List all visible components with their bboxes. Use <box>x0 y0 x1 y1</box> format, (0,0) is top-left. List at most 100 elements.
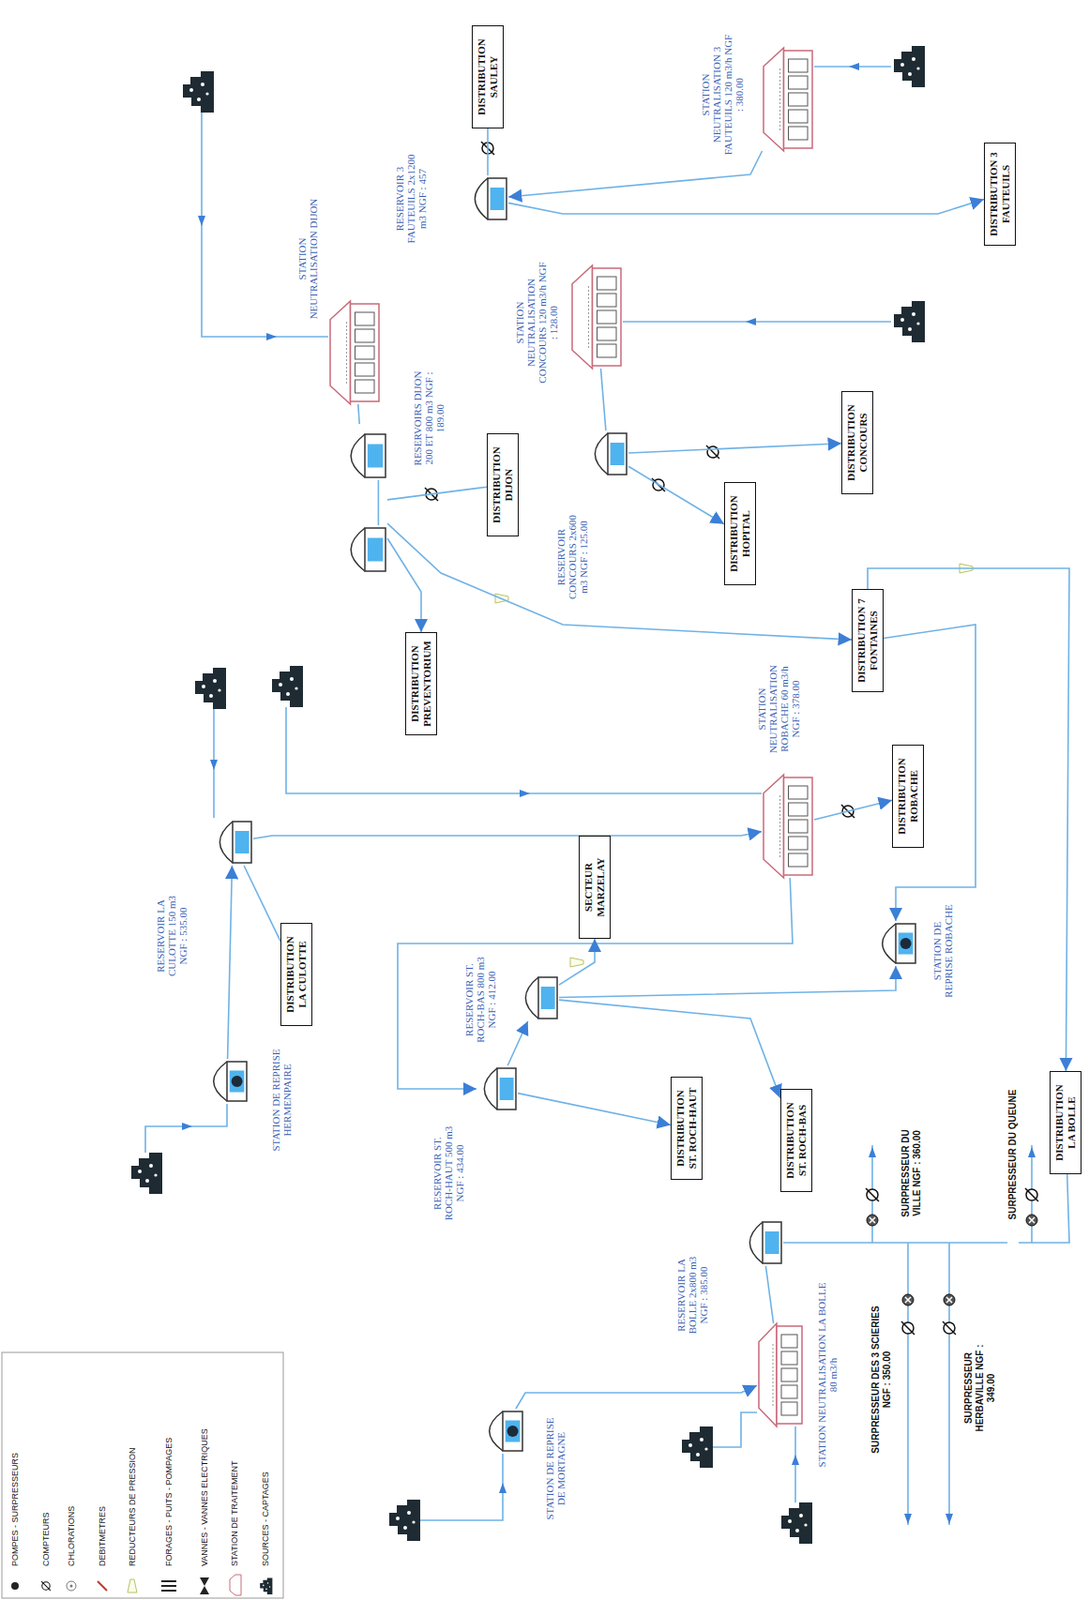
distribution-box: DISTRIBUTION CONCOURS <box>841 391 874 495</box>
treatment-station-icon-part <box>355 312 375 326</box>
pipe-connector <box>387 538 422 633</box>
pump-meter-symbols-part <box>942 1321 956 1335</box>
pipe-connector <box>601 368 606 431</box>
reservoir-node-icon-part <box>484 1068 498 1110</box>
flow-arrows-part <box>519 789 530 798</box>
reservoir-node-icon-part <box>765 1231 780 1255</box>
node-label: STATION NEUTRALISATION ROBACHE 60 m3/h N… <box>756 657 802 761</box>
feed-pipes-part <box>420 1453 503 1521</box>
box-label: DISTRIBUTION CONCOURS <box>845 397 870 488</box>
treatment-station-icon <box>761 47 815 152</box>
legend-text: REDUCTEURS DE PRESSION <box>127 1447 138 1567</box>
pipe-connector <box>387 523 852 640</box>
legend-text: STATION DE TRAITEMENT <box>229 1460 241 1567</box>
box-label: DISTRIBUTION 7 FONTAINES <box>855 595 880 686</box>
node-label: STATION NEUTRALISATION LA BOLLE 80 m3/h <box>816 1281 839 1469</box>
legend-symbols-part <box>97 1581 107 1591</box>
reservoir-node: RESERVOIR LA BOLLE 2x800 m3 NGF : 385.00 <box>741 1219 784 1267</box>
pumping-station: STATION DE REPRISE ROBACHE <box>874 921 918 967</box>
reservoir-node-icon-part <box>350 528 365 572</box>
node-label: STATION DE REPRISE HERMENPAIRE <box>270 1043 293 1157</box>
treatment-station-icon-part <box>788 126 808 140</box>
reservoir-node: RESERVOIRS DIJON 200 ET 800 m3 NGF : 189… <box>342 423 388 582</box>
pumping-station-icon <box>481 1408 525 1454</box>
reservoir-node-icon <box>342 423 388 582</box>
pipe-connector <box>387 486 487 500</box>
reservoir-node: RESERVOIR ST. ROCH-BAS 800 m3 NGF : 412.… <box>517 974 560 1022</box>
reservoir-node: RESERVOIR LA CULOTTE 150 m3 NGF : 535.00 <box>211 818 254 866</box>
node-label: RESERVOIRS DIJON 200 ET 800 m3 NGF : 189… <box>411 366 446 470</box>
pipe-connector <box>253 831 762 840</box>
treatment-station-icon-part <box>346 321 348 384</box>
distribution-box: DISTRIBUTION HOPITAL <box>724 482 757 586</box>
pumping-station-icon-part <box>898 932 914 954</box>
treatment-station-icon-part <box>781 1351 798 1365</box>
legend-symbols-part-part <box>229 1574 242 1596</box>
treatment-station-icon-part <box>788 802 808 817</box>
legend-frame <box>1 1352 284 1599</box>
treatment-station-icon-part <box>781 1368 798 1382</box>
reservoir-node: RESERVOIR 3 FAUTEUILS 2x1200 m3 NGF : 45… <box>467 175 509 223</box>
treatment-station-icon-part <box>788 92 808 106</box>
pumping-station-icon-part <box>895 923 916 964</box>
node-label: STATION NEUTRALISATION 3 FAUTEUILS 120 m… <box>699 33 745 156</box>
reservoir-node-icon-part <box>364 434 386 478</box>
pump-meter-symbols-part <box>865 1188 879 1202</box>
legend-symbols-part <box>11 1582 19 1590</box>
pumping-station-icon-part <box>505 1420 521 1442</box>
reservoir-node-icon-part <box>762 1222 782 1264</box>
reservoir-node-icon-part <box>235 831 250 854</box>
pipe-connector <box>486 128 489 176</box>
source-symbols-part <box>182 71 214 113</box>
treatment-station-icon-part <box>350 303 379 402</box>
treatment-station-icon-part <box>763 774 785 878</box>
source-symbols-part <box>681 1426 713 1468</box>
distribution-box: DISTRIBUTION LA BOLLE <box>1049 1071 1082 1175</box>
flow-arrows-part <box>904 1513 912 1525</box>
legend-text: POMPES - SURPRESSEURS <box>10 1452 21 1567</box>
treatment-station-icon-part <box>781 1385 798 1399</box>
pump-meter-symbols-part <box>570 957 584 968</box>
reservoir-node-icon-part <box>749 1222 763 1264</box>
treatment-station-icon-part <box>355 363 375 377</box>
box-label: DISTRIBUTION ST. ROCH-HAUT <box>674 1083 699 1174</box>
reservoir-node: RESERVOIR CONCOURS 2x600 m3 NGF : 125.00 <box>587 430 629 478</box>
node-label: RESERVOIR LA CULOTTE 150 m3 NGF : 535.00 <box>154 887 189 986</box>
treatment-station-icon-part <box>788 836 808 850</box>
node-label: STATION DE REPRISE ROBACHE <box>931 904 954 999</box>
pumping-station-icon-part <box>900 937 912 950</box>
treatment-station-icon-part <box>788 853 808 867</box>
pumping-station-icon-part <box>507 1425 519 1437</box>
pump-meter-symbols-part <box>866 1214 878 1226</box>
treatment-station-icon-part <box>592 268 621 366</box>
feed-pipes <box>145 66 1032 1526</box>
treatment-station-icon-part <box>788 786 808 800</box>
distribution-box: DISTRIBUTION 7 FONTAINES <box>851 589 884 693</box>
distribution-box: DISTRIBUTION ST. ROCH-BAS <box>780 1089 813 1193</box>
treatment-station-icon-part <box>597 327 617 341</box>
pipe-connector <box>814 800 893 820</box>
legend-text: FORAGES - PUITS - POMPAGES <box>164 1437 175 1567</box>
pipe-connector <box>883 624 976 922</box>
reservoir-node-icon-part <box>541 986 556 1010</box>
flow-arrows-part <box>745 317 757 326</box>
legend-symbols-part-part <box>161 1585 177 1588</box>
distribution-box: DISTRIBUTION DIJON <box>486 433 519 537</box>
feed-pipes-part <box>712 1412 757 1448</box>
treatment-station-icon-part <box>355 379 375 394</box>
treatment-station-icon-part <box>784 777 813 876</box>
box-label: DISTRIBUTION LA CULOTTE <box>284 929 309 1020</box>
box-label: DISTRIBUTION HOPITAL <box>727 488 753 579</box>
box-label: SECTEUR MARZELAY <box>582 842 607 933</box>
legend-text: VANNES - VANNES ELECTRIQUES <box>199 1428 211 1567</box>
reservoir-node-icon-part <box>497 1068 516 1110</box>
node-label: RESERVOIR ST. ROCH-BAS 800 m3 NGF : 412.… <box>463 952 498 1047</box>
booster-label: SURPRESSEUR DES 3 SCIERIES NGF : 350.00 <box>870 1295 893 1465</box>
treatment-station: STATION NEUTRALISATION ROBACHE 60 m3/h N… <box>761 774 815 878</box>
legend-symbols-part-part <box>161 1589 177 1592</box>
box-label: DISTRIBUTION ROBACHE <box>895 751 921 842</box>
treatment-station-icon <box>756 1323 804 1427</box>
reservoir-node-icon-part <box>538 977 558 1019</box>
pumping-station-icon-part <box>231 1075 243 1088</box>
legend-symbols-part <box>161 1580 177 1592</box>
